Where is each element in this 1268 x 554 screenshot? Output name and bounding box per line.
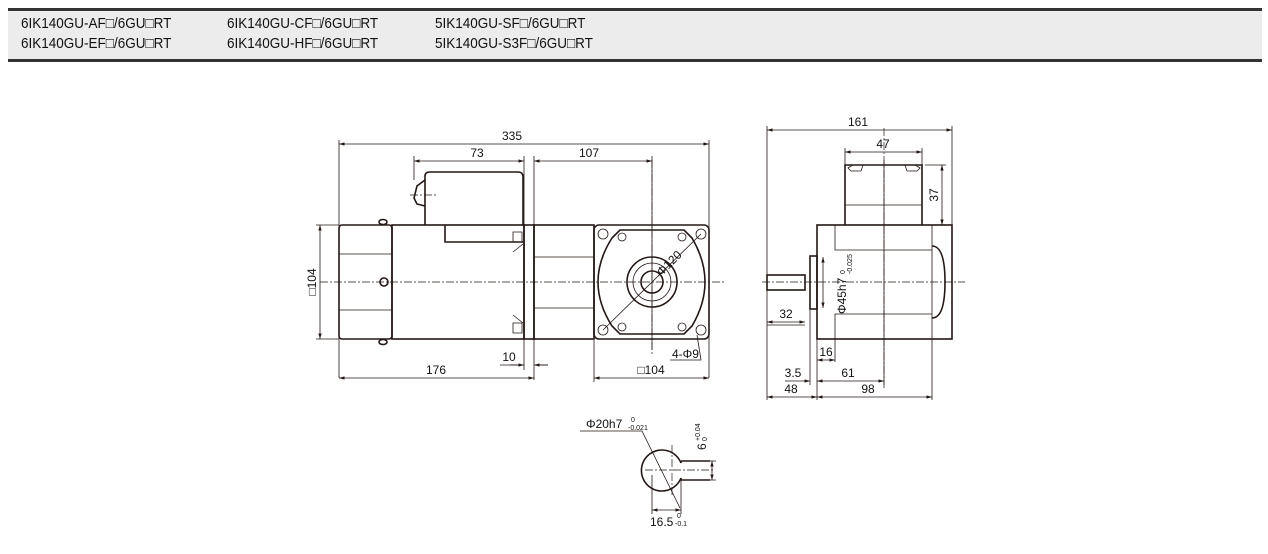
- model-label: 6IK140GU-HF□/6GU□RT: [227, 35, 379, 52]
- dim-body-depth: 98: [861, 382, 875, 396]
- model-label: 5IK140GU-S3F□/6GU□RT: [435, 35, 593, 52]
- dim-gearhead-length: 107: [579, 146, 599, 160]
- shaft-detail: Φ20h7 0 -0.021 6 +0.04 0 16.5 0 -0.1: [580, 417, 716, 529]
- dim-gear-square: □104: [637, 363, 665, 377]
- dim-height: □104: [305, 268, 319, 296]
- dim-shaft-tol-upper: 0: [631, 417, 635, 424]
- dim-pilot-tol-upper: 0: [840, 270, 847, 274]
- dim-terminal-box-height: 37: [927, 188, 941, 202]
- dim-motor-length: 176: [426, 363, 446, 377]
- dim-key-width: 6: [695, 443, 709, 450]
- dim-flat-tol-lower: -0.1: [675, 521, 687, 528]
- dim-overall-length: 335: [502, 129, 522, 143]
- model-header: 6IK140GU-AF□/6GU□RT 6IK140GU-CF□/6GU□RT …: [8, 8, 1262, 62]
- dim-terminal-box-width: 47: [876, 137, 890, 151]
- side-view: 161 47 37 Φ45h7 0 -0.025 32 16 3.5 61 48…: [762, 115, 965, 400]
- dim-pilot-depth: 16: [819, 345, 833, 359]
- dim-flat-tol-upper: 0: [677, 513, 681, 520]
- dim-shaft-diameter: Φ20h7: [586, 417, 623, 431]
- dim-key-tol-lower: 0: [702, 437, 709, 441]
- dim-flange-thickness: 10: [502, 350, 516, 364]
- dim-key-tol-upper: +0.04: [695, 423, 702, 441]
- dim-pilot-tol-lower: -0.025: [847, 254, 854, 274]
- dim-shaft-tol-lower: -0.021: [628, 425, 648, 432]
- dim-pilot-diameter: Φ45h7: [835, 277, 849, 314]
- dim-overall-width: 161: [848, 115, 868, 129]
- dim-center-offset: 61: [841, 366, 855, 380]
- dim-pilot-height: 3.5: [785, 366, 802, 380]
- model-label: 6IK140GU-AF□/6GU□RT: [21, 15, 172, 32]
- dim-mounting-holes: 4-Φ9: [672, 347, 699, 361]
- front-view: 335 73 107 □104 10 176 □104 Φ120 4-Φ9: [305, 129, 725, 382]
- dim-flat-depth: 16.5: [650, 515, 674, 529]
- dim-terminal-box-length: 73: [470, 146, 484, 160]
- dim-shaft-length: 32: [779, 307, 793, 321]
- model-label: 5IK140GU-SF□/6GU□RT: [435, 15, 586, 32]
- model-label: 6IK140GU-CF□/6GU□RT: [227, 15, 379, 32]
- model-label: 6IK140GU-EF□/6GU□RT: [21, 35, 172, 52]
- dim-shaft-projection: 48: [784, 382, 798, 396]
